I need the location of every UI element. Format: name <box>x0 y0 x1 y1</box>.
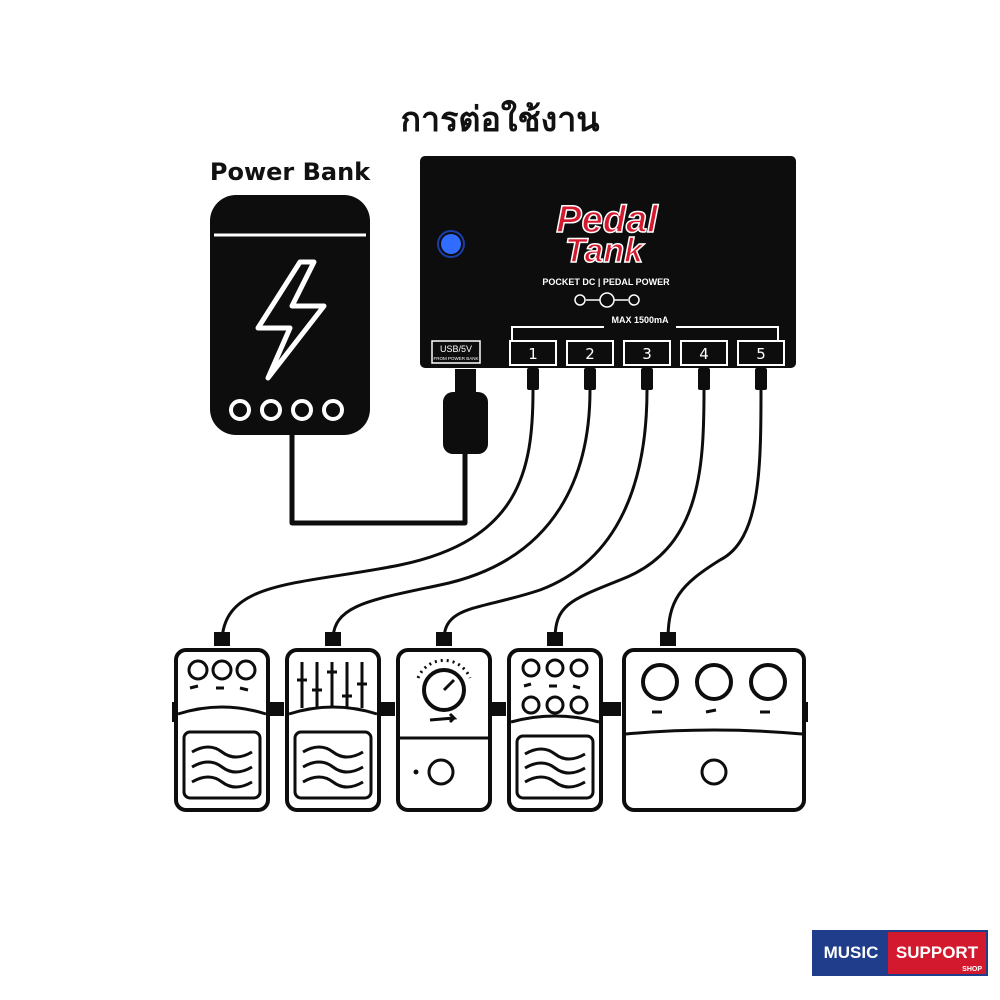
pedal-4 <box>507 632 603 812</box>
port-1: 1 <box>509 340 557 366</box>
usb-plug <box>443 392 488 454</box>
dc-cables <box>220 389 763 641</box>
cable-3 <box>442 389 649 641</box>
logo-right-panel: SUPPORT SHOP <box>888 932 986 974</box>
port-5: 5 <box>737 340 785 366</box>
port-5-label: 5 <box>756 345 766 363</box>
power-bank-indicator-leds <box>229 399 344 421</box>
power-bank-label: Power Bank <box>209 158 371 186</box>
power-led <box>441 234 461 254</box>
pedal-power-subtitle: POCKET DC | PEDAL POWER <box>542 277 670 287</box>
logo-shop-text: SHOP <box>962 966 982 973</box>
port-1-label: 1 <box>528 345 538 363</box>
pedal-power-supply: Pedal Tank POCKET DC | PEDAL POWER MAX 1… <box>420 156 796 368</box>
cable-1 <box>220 389 535 641</box>
logo-support-text: SUPPORT <box>895 943 979 962</box>
lightning-bolt-icon <box>255 259 327 381</box>
usb-cable <box>289 369 488 526</box>
usb-port: USB/5V FROM POWER BANK <box>431 340 481 364</box>
port-2-label: 2 <box>585 345 595 363</box>
pedal-1 <box>172 632 270 812</box>
dc-plugs <box>527 368 767 390</box>
port-4: 4 <box>680 340 728 366</box>
pedal-3 <box>396 632 492 812</box>
cable-2 <box>331 389 592 641</box>
usb-port-label: USB/5V <box>440 344 472 354</box>
port-3-label: 3 <box>642 345 652 363</box>
pedal-2 <box>285 632 381 812</box>
power-bank <box>210 195 370 435</box>
cable-5 <box>666 389 763 641</box>
brand-logo-line2: Tank <box>565 232 645 270</box>
pedal-5 <box>622 632 808 812</box>
port-2: 2 <box>566 340 614 366</box>
usb-port-sublabel: FROM POWER BANK <box>433 356 478 361</box>
max-current-label: MAX 1500mA <box>611 315 669 325</box>
port-3: 3 <box>623 340 671 366</box>
brand-logo-line1: Pedal <box>556 199 659 241</box>
port-4-label: 4 <box>699 345 709 363</box>
logo-music-text: MUSIC <box>814 932 888 974</box>
music-support-logo: MUSIC SUPPORT SHOP <box>812 930 988 976</box>
diagram-title: การต่อใช้งาน <box>400 100 600 140</box>
cable-4 <box>553 389 706 641</box>
polarity-icon <box>574 292 640 308</box>
